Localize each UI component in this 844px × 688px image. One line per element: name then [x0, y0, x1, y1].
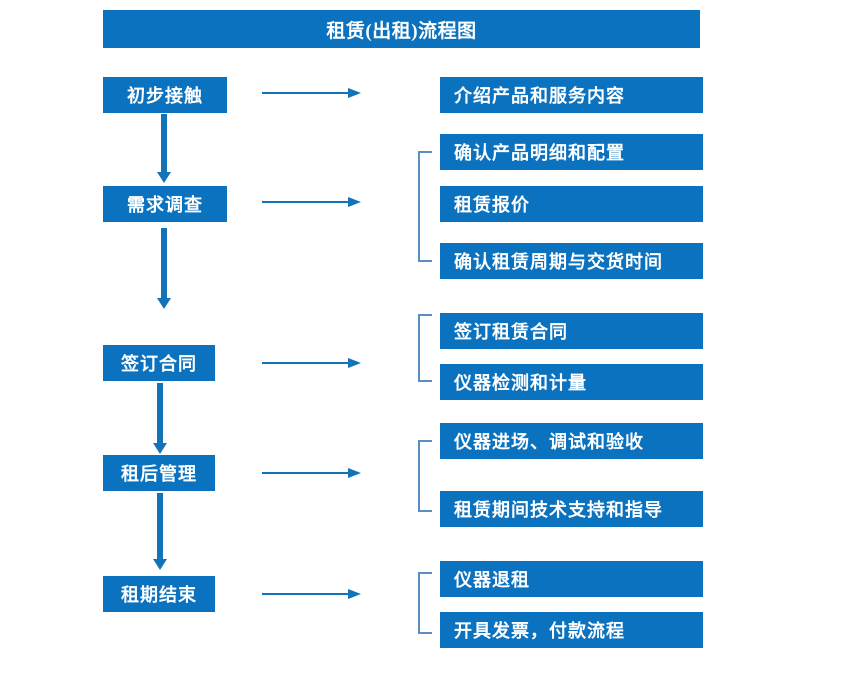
detail-box-5-1-label: 仪器退租	[454, 570, 530, 590]
detail-box-5-2[interactable]: 开具发票，付款流程	[440, 612, 703, 648]
stage-node-5[interactable]: 租期结束	[103, 576, 215, 612]
detail-box-3-1[interactable]: 签订租赁合同	[440, 313, 703, 349]
stage-node-1[interactable]: 初步接触	[103, 77, 227, 113]
detail-box-2-2[interactable]: 租赁报价	[440, 186, 703, 222]
detail-box-3-1-label: 签订租赁合同	[454, 322, 568, 342]
stage-node-2-label: 需求调查	[127, 195, 203, 215]
detail-box-2-1[interactable]: 确认产品明细和配置	[440, 134, 703, 170]
arrow-right-icon	[262, 358, 361, 368]
arrow-right-icon	[262, 468, 361, 478]
arrow-down-icon	[153, 493, 167, 570]
arrow-right-icon	[262, 197, 361, 207]
stage-node-1-label: 初步接触	[127, 86, 203, 106]
stage-node-5-label: 租期结束	[121, 585, 197, 605]
arrow-down-icon	[157, 114, 171, 183]
detail-box-4-2[interactable]: 租赁期间技术支持和指导	[440, 491, 703, 527]
bracket-icon	[418, 440, 432, 512]
stage-node-3[interactable]: 签订合同	[103, 345, 215, 381]
detail-box-2-3-label: 确认租赁周期与交货时间	[454, 252, 663, 272]
arrow-right-icon	[262, 589, 361, 599]
detail-box-5-1[interactable]: 仪器退租	[440, 561, 703, 597]
detail-box-1-1-label: 介绍产品和服务内容	[454, 86, 625, 106]
detail-box-1-1[interactable]: 介绍产品和服务内容	[440, 77, 703, 113]
stage-node-4[interactable]: 租后管理	[103, 455, 215, 491]
detail-box-3-2[interactable]: 仪器检测和计量	[440, 364, 703, 400]
arrow-down-icon	[157, 228, 171, 309]
detail-box-4-1[interactable]: 仪器进场、调试和验收	[440, 423, 703, 459]
bracket-icon	[418, 314, 432, 382]
detail-box-2-2-label: 租赁报价	[454, 195, 530, 215]
arrow-right-icon	[262, 88, 361, 98]
detail-box-2-1-label: 确认产品明细和配置	[454, 143, 625, 163]
stage-node-3-label: 签订合同	[121, 354, 197, 374]
bracket-icon	[418, 151, 432, 262]
page-title: 租赁(出租)流程图	[103, 10, 700, 48]
arrow-down-icon	[153, 383, 167, 454]
stage-node-2[interactable]: 需求调查	[103, 186, 227, 222]
bracket-icon	[418, 572, 432, 634]
detail-box-5-2-label: 开具发票，付款流程	[454, 621, 625, 641]
detail-box-2-3[interactable]: 确认租赁周期与交货时间	[440, 243, 703, 279]
stage-node-4-label: 租后管理	[121, 464, 197, 484]
detail-box-4-2-label: 租赁期间技术支持和指导	[454, 500, 663, 520]
detail-box-4-1-label: 仪器进场、调试和验收	[454, 432, 644, 452]
detail-box-3-2-label: 仪器检测和计量	[454, 373, 587, 393]
